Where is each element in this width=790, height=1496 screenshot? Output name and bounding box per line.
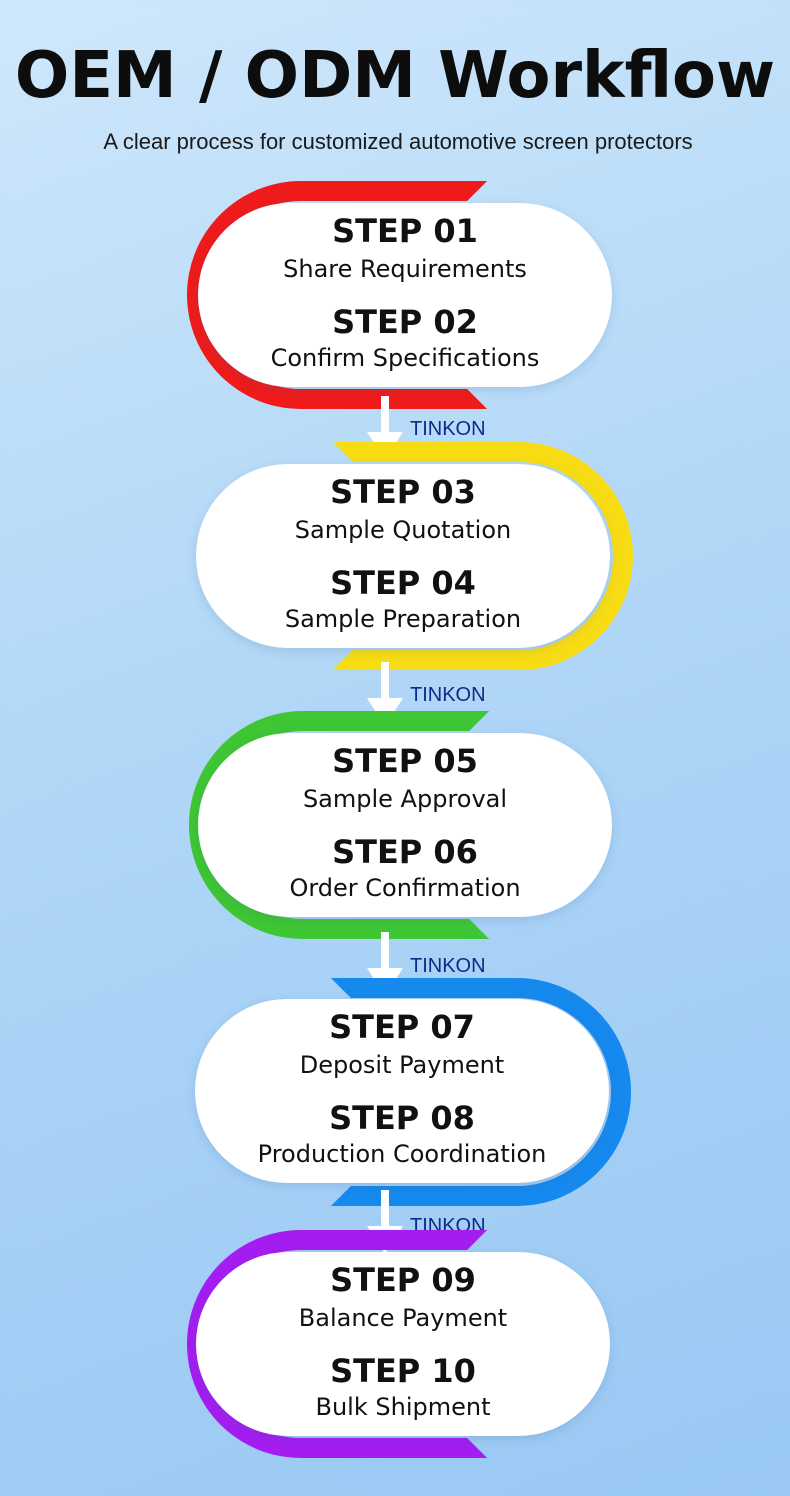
step-05-title: STEP 05	[332, 742, 478, 780]
step-06-label: Order Confirmation	[289, 874, 521, 902]
page-subtitle: A clear process for customized automotiv…	[103, 129, 693, 154]
step-group-2: STEP 03 Sample Quotation STEP 04 Sample …	[196, 464, 610, 648]
step-08-title: STEP 08	[329, 1099, 475, 1137]
step-group-3: STEP 05 Sample Approval STEP 06 Order Co…	[198, 733, 612, 917]
step-07-title: STEP 07	[329, 1008, 475, 1046]
step-04-title: STEP 04	[330, 564, 476, 602]
step-10-title: STEP 10	[330, 1352, 476, 1390]
step-02-title: STEP 02	[332, 303, 478, 341]
step-group-5: STEP 09 Balance Payment STEP 10 Bulk Shi…	[196, 1252, 610, 1436]
connector-label: TINKON	[410, 684, 486, 706]
connector-label: TINKON	[410, 955, 486, 977]
connector-label: TINKON	[410, 418, 486, 440]
step-06-title: STEP 06	[332, 833, 478, 871]
page-title: OEM / ODM Workflow	[14, 39, 776, 113]
step-08-label: Production Coordination	[257, 1140, 547, 1168]
step-04-label: Sample Preparation	[284, 605, 522, 633]
step-03-title: STEP 03	[330, 473, 476, 511]
step-09-title: STEP 09	[330, 1261, 476, 1299]
step-group-1: STEP 01 Share Requirements STEP 02 Confi…	[198, 203, 612, 387]
step-09-label: Balance Payment	[298, 1304, 508, 1332]
step-05-label: Sample Approval	[302, 785, 508, 813]
step-07-label: Deposit Payment	[299, 1051, 505, 1079]
step-group-4: STEP 07 Deposit Payment STEP 08 Producti…	[195, 999, 609, 1183]
step-10-label: Bulk Shipment	[315, 1393, 491, 1421]
step-03-label: Sample Quotation	[294, 516, 512, 544]
step-01-title: STEP 01	[332, 212, 478, 250]
step-02-label: Confirm Specifications	[270, 344, 540, 372]
step-01-label: Share Requirements	[283, 255, 527, 283]
